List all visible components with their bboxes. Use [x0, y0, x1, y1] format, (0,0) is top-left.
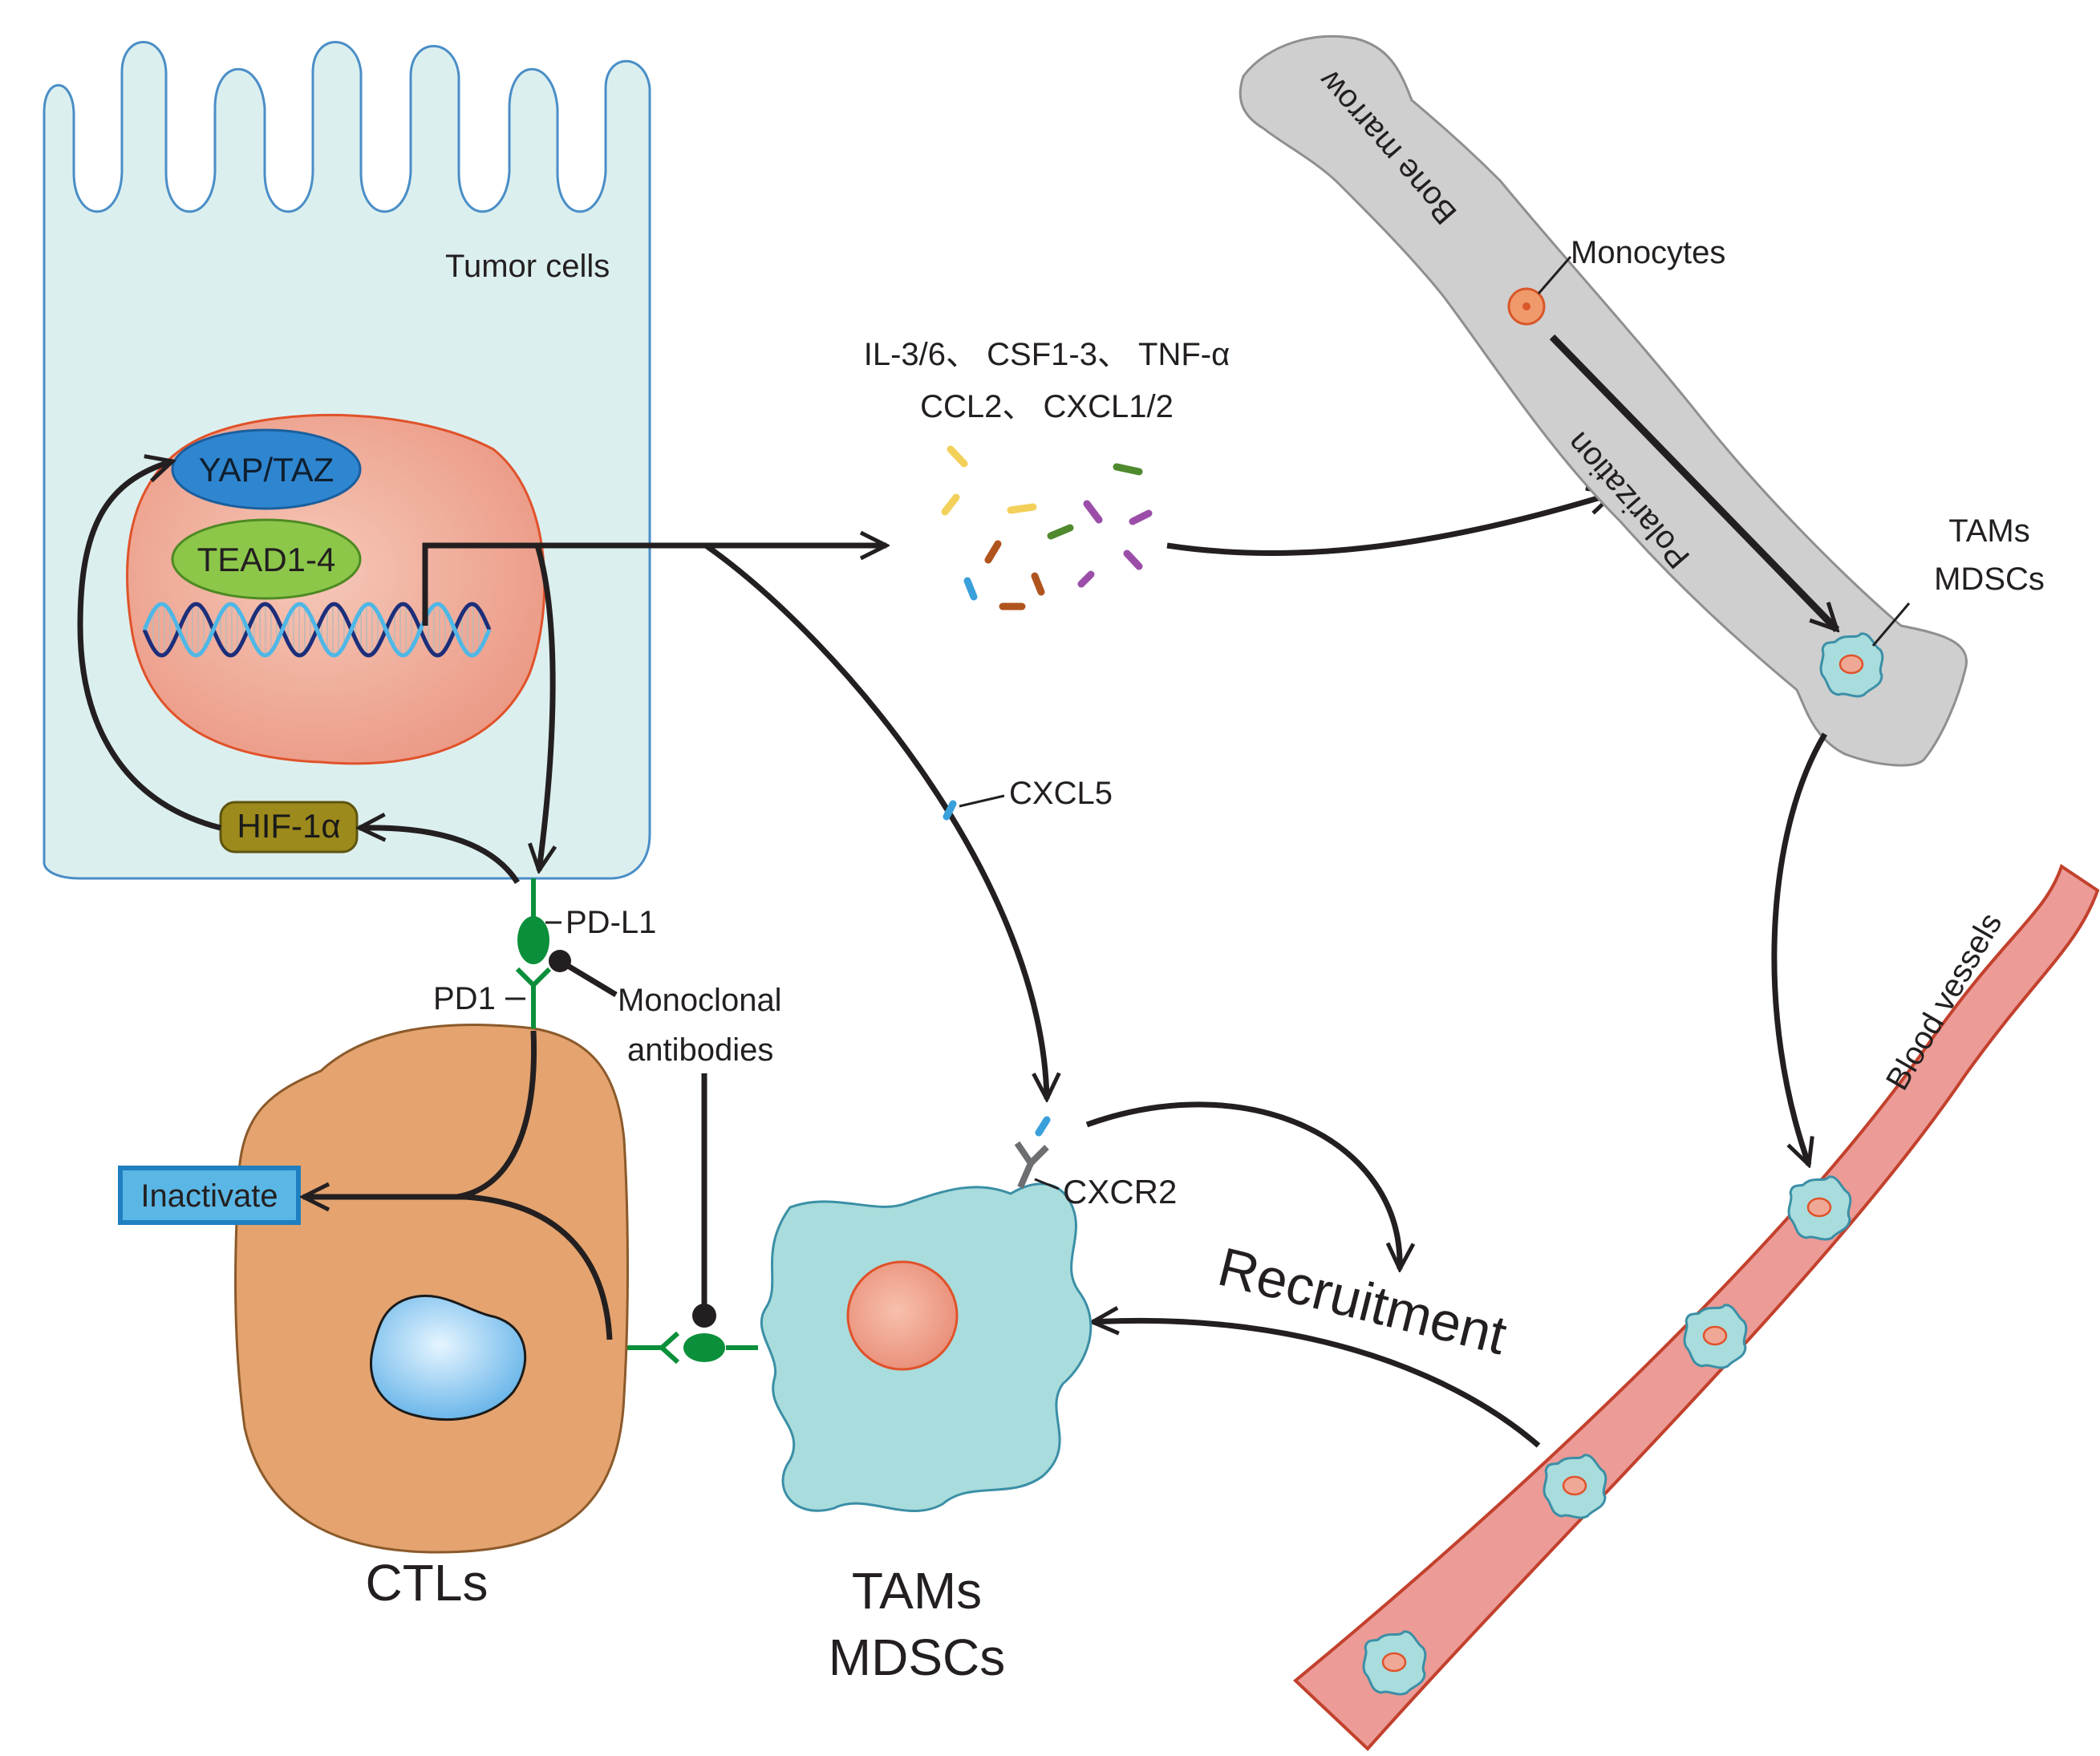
tumor-cells-label: Tumor cells: [445, 249, 610, 284]
cytokine-to-bone-arrow: [1166, 493, 1614, 557]
recruitment-arrow: [1093, 1320, 1541, 1448]
tumor-cell: Tumor cells YAP/TAZ TEAD1-4 HIF-1α: [43, 41, 651, 880]
vessel-tam-cell: [1543, 1454, 1607, 1519]
cxcl5-label: CXCL5: [1009, 776, 1113, 811]
bone-tam-leader: [1871, 602, 1911, 647]
bone-shape: [1239, 34, 1968, 767]
cxcr2-receptor: [1014, 1141, 1049, 1189]
ctls-label: CTLs: [366, 1554, 489, 1612]
vessel-tam-cell: [1683, 1304, 1748, 1369]
cxcr2-leader: [1034, 1178, 1060, 1190]
mab-label-line2: antibodies: [627, 1032, 773, 1068]
polarization-arrow: [1549, 334, 1837, 630]
mab-blocker-2-head: [692, 1304, 716, 1328]
ctl-nucleus: [369, 1294, 527, 1421]
vessel-tam-cell: [1787, 1175, 1852, 1241]
cxcl5-bound-molecule: [1035, 1116, 1051, 1137]
pd-l1-pd1-junction: [515, 878, 552, 1028]
mab-blocker-1-head: [549, 950, 571, 972]
yap-taz-label: YAP/TAZ: [199, 451, 334, 489]
monocytes-label: Monocytes: [1571, 235, 1725, 270]
ctl-inactivation-path: [456, 1030, 537, 1200]
tead-protein: [171, 518, 362, 600]
cytokines-label-line2: CCL2、 CXCL1/2: [920, 389, 1174, 424]
cxcr2-signal-arrow: [1085, 1101, 1400, 1269]
monocytes-leader: [1537, 256, 1572, 294]
blood-vessel-shape: [1292, 863, 2100, 1751]
transcription-arrow: [422, 545, 886, 626]
tam-mdsc-cell: [760, 1182, 1093, 1512]
pd-l1-to-hif-arrow: [359, 828, 520, 884]
inactivate-box: [118, 1166, 301, 1225]
monocyte-nucleus: [1522, 302, 1530, 310]
pd-l1-expression-arrow: [537, 544, 553, 870]
bone-marrow: Bone marrow Monocytes Polarization TAMs …: [1239, 34, 2045, 767]
tam-nucleus: [846, 1260, 959, 1371]
ctl-membrane: [234, 1023, 629, 1554]
cxcr2-label: CXCR2: [1063, 1173, 1177, 1211]
cxcl5-molecule: [943, 800, 957, 821]
cxcl5-arrow: [703, 543, 1047, 1099]
ctl-cell: [234, 1023, 629, 1554]
cxcl5-leader: [959, 794, 1005, 808]
tead-label: TEAD1-4: [197, 541, 336, 578]
dna-helix: [142, 602, 492, 658]
pd1-label: PD1: [433, 981, 496, 1016]
tams-mdscs-label-line1: TAMs: [852, 1562, 982, 1620]
bone-tams-label-line2: MDSCs: [1934, 562, 2045, 597]
hif-1a-label: HIF-1α: [237, 807, 340, 845]
tam-pd1-inactivation-path: [464, 1194, 613, 1340]
tam-pd-l1-pd1-pair: [626, 1331, 758, 1365]
vessel-tam-cell: [1362, 1630, 1427, 1696]
cytokine-cluster: [941, 445, 1153, 610]
pd-l1-label: PD-L1: [566, 905, 656, 940]
cytokines-label-line1: IL-3/6、 CSF1-3、 TNF-α: [864, 337, 1230, 372]
bone-tams-label-line1: TAMs: [1948, 513, 2029, 549]
recruitment-label: Recruitment: [1212, 1236, 1512, 1366]
hif-to-yap-arrow: [77, 461, 221, 831]
bone-to-vessel-arrow: [1771, 732, 1828, 1165]
inactivate-label: Inactivate: [140, 1178, 278, 1214]
tams-mdscs-label-line2: MDSCs: [829, 1628, 1005, 1686]
mab-label-line1: Monoclonal: [618, 983, 782, 1018]
bone-tam-cell: [1819, 632, 1884, 698]
